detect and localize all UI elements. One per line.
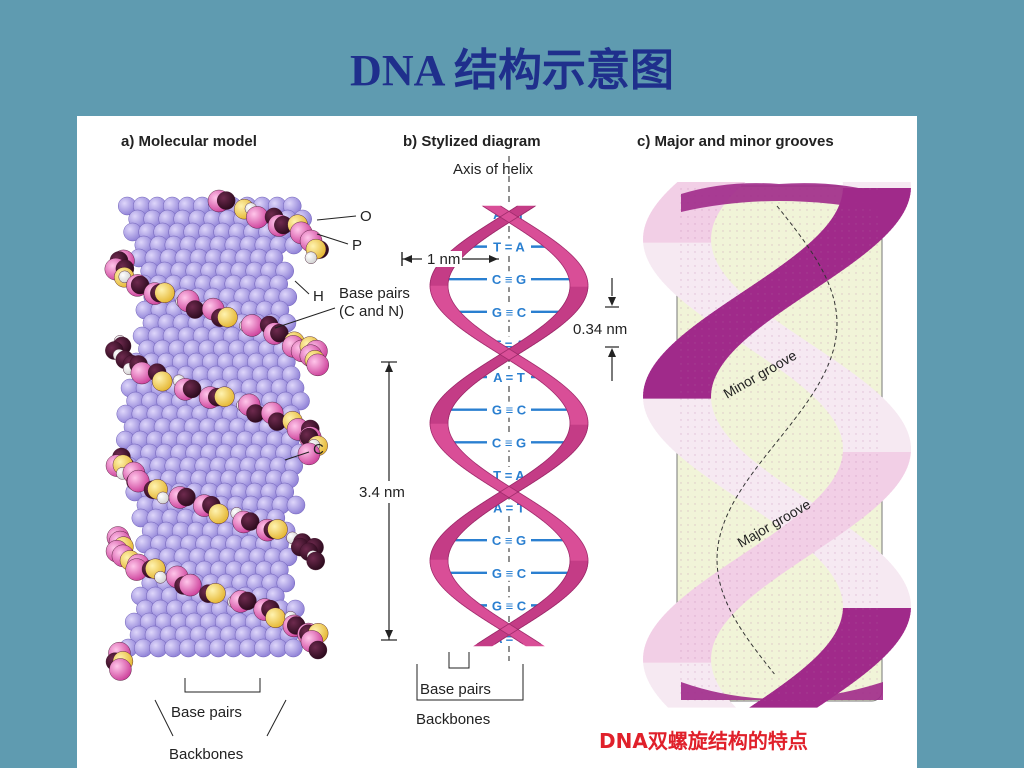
base-pair-rung: C ≡ G [446, 532, 572, 549]
slide-title: DNA 结构示意图 [350, 46, 674, 95]
base-pair-rung: G ≡ C [442, 401, 576, 418]
base-pair-rung: A = T [474, 369, 544, 385]
base-pair-label: G ≡ C [492, 305, 527, 320]
label-carbon: C [313, 441, 324, 458]
backbone-bracket [416, 664, 524, 701]
stylized-diagram: Axis of helix A = T T = A C ≡ G G ≡ C T = A A… [357, 156, 627, 728]
base-pair-rung: G ≡ C [472, 597, 546, 614]
base-pair-label: G ≡ C [492, 598, 527, 613]
label-base-pairs: Base pairs [339, 285, 410, 302]
label-c-and-n: (C and N) [339, 303, 404, 320]
rise-label: 0.34 nm [573, 321, 627, 338]
panel-b-title: b) Stylized diagram [403, 133, 541, 150]
label-backbones-a: Backbones [169, 746, 243, 763]
base-pair-label: C ≡ G [492, 435, 526, 450]
label-bottom-base-pairs: Base pairs [171, 704, 242, 721]
dna-figure: a) Molecular model b) Stylized diagram c… [77, 116, 917, 768]
axis-of-helix-label: Axis of helix [453, 161, 534, 178]
base-pair-label: T = A [493, 468, 525, 483]
grooves-diagram [643, 182, 911, 708]
label-oxygen: O [360, 208, 372, 225]
label-phosphorus: P [352, 237, 362, 254]
base-pair-label: A = T [493, 370, 525, 385]
base-pair-rung: T = A [465, 238, 553, 255]
pitch-label: 3.4 nm [359, 484, 405, 501]
panel-a-title: a) Molecular model [121, 133, 257, 150]
label-backbones-b: Backbones [416, 711, 490, 728]
base-pair-label: G ≡ C [492, 566, 527, 581]
panel-c-title: c) Major and minor grooves [637, 133, 834, 150]
slide-caption: DNA双螺旋结构的特点 [599, 729, 808, 753]
label-base-pairs-b: Base pairs [420, 681, 491, 698]
base-pair-rung: C ≡ G [445, 434, 573, 451]
base-pair-label: C ≡ G [492, 533, 526, 548]
molecular-model-labels: O P H Base pairs (C and N) C Base pairs … [154, 208, 410, 763]
base-pair-rung: C ≡ G [439, 271, 579, 288]
base-pair-rung: G ≡ C [451, 303, 567, 320]
molecular-model [104, 189, 329, 681]
width-label: 1 nm [427, 251, 460, 268]
base-pair-rung: G ≡ C [441, 564, 577, 581]
helix-front-strand [429, 205, 589, 647]
base-pair-label: T = A [493, 240, 525, 255]
dna-figure-svg: a) Molecular model b) Stylized diagram c… [104, 133, 911, 763]
base-pair-label: G ≡ C [492, 403, 527, 418]
base-pair-label: A = T [493, 501, 525, 516]
label-hydrogen: H [313, 288, 324, 305]
base-pair-label: C ≡ G [492, 272, 526, 287]
